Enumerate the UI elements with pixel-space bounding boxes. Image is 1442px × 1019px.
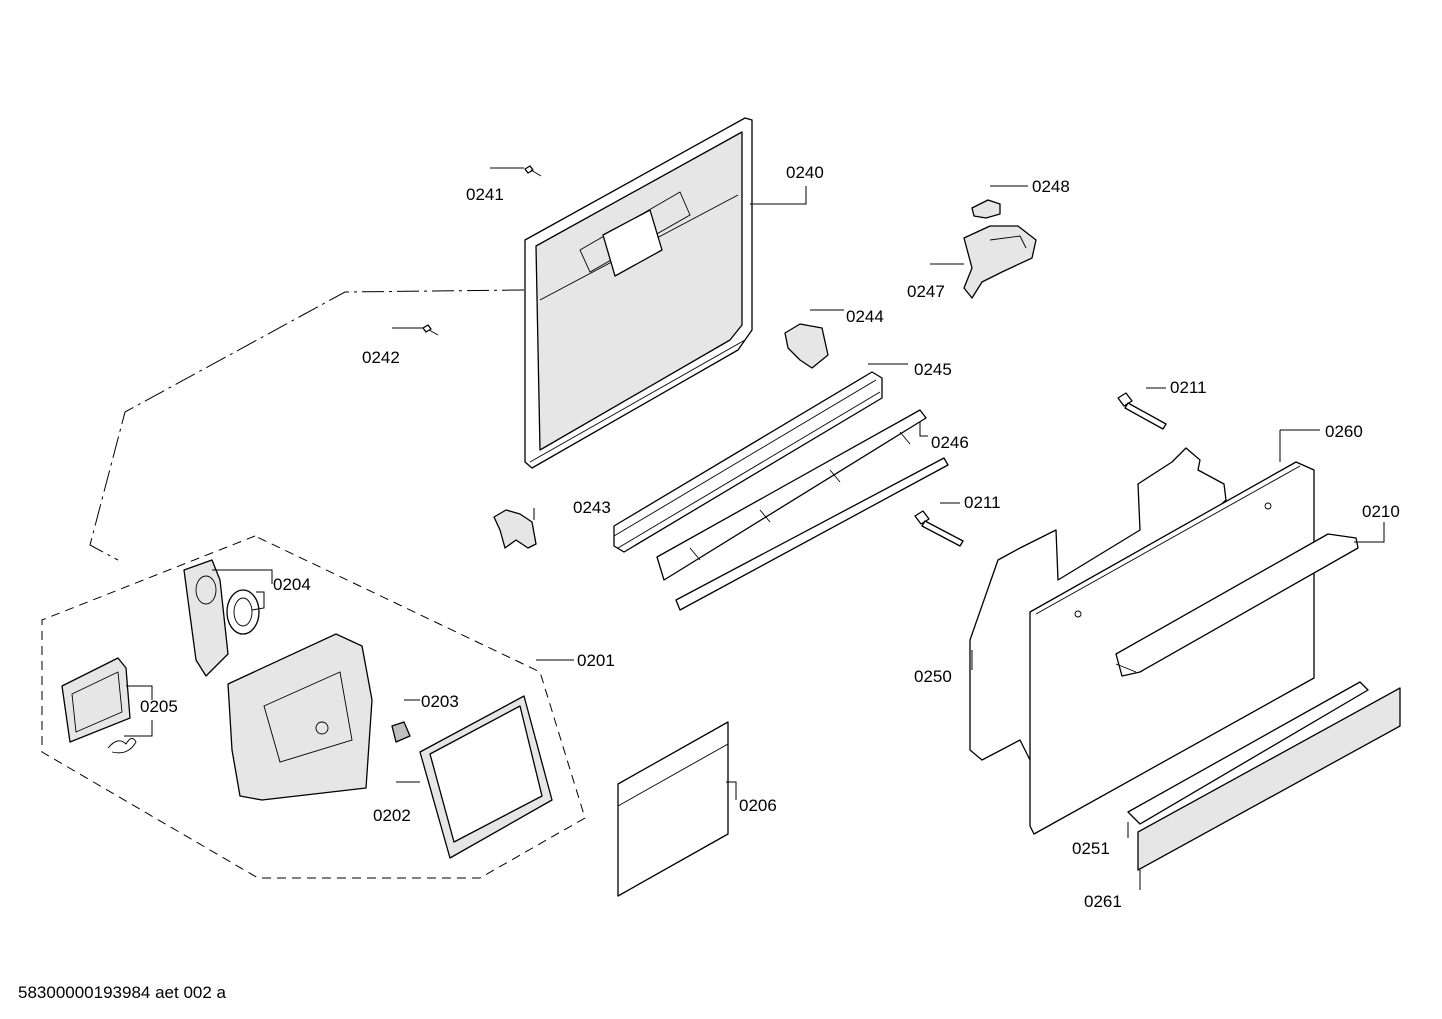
label-0243: 0243 <box>573 498 611 517</box>
latch-0247 <box>963 225 1037 299</box>
seal-0202 <box>419 695 553 859</box>
label-0241: 0241 <box>466 185 504 204</box>
label-0246: 0246 <box>931 433 969 452</box>
dispenser-housing-0201 <box>227 633 373 801</box>
label-0204: 0204 <box>273 575 311 594</box>
label-0248: 0248 <box>1032 177 1070 196</box>
knob-0203 <box>391 721 411 743</box>
part-labels: 0240 0241 0242 0243 0244 0245 0246 0247 … <box>140 163 1400 911</box>
label-0251: 0251 <box>1072 839 1110 858</box>
bolt-0211-lower <box>914 510 964 547</box>
label-0244: 0244 <box>846 307 884 326</box>
label-0210: 0210 <box>1362 502 1400 521</box>
strip-0246 <box>656 409 949 611</box>
sheet-0206 <box>617 721 729 897</box>
drawing-code: 58300000193984 aet 002 a <box>18 983 227 1002</box>
bolt-0211-upper <box>1117 392 1167 430</box>
leader-lines <box>124 167 1385 890</box>
screw-0241 <box>524 165 542 177</box>
label-0245: 0245 <box>914 360 952 379</box>
label-0206: 0206 <box>739 796 777 815</box>
dispenser-group-outline <box>41 535 586 879</box>
lid-0205 <box>61 657 131 743</box>
label-0240: 0240 <box>786 163 824 182</box>
gasket-0204 <box>226 589 260 635</box>
label-0242: 0242 <box>362 348 400 367</box>
latch-0248 <box>971 199 1001 219</box>
label-0203: 0203 <box>421 692 459 711</box>
label-0205: 0205 <box>140 697 178 716</box>
trim-0251 <box>1127 681 1369 825</box>
bracket-0244 <box>784 323 829 369</box>
inner-door-panel <box>524 117 753 469</box>
handle-bar-0210 <box>1115 533 1359 677</box>
spring-0205 <box>107 738 137 754</box>
label-0211-upper: 0211 <box>1170 378 1207 397</box>
label-0201: 0201 <box>577 651 615 670</box>
label-0202: 0202 <box>373 806 411 825</box>
label-0250: 0250 <box>914 667 952 686</box>
rail-0245 <box>613 371 883 553</box>
label-0260: 0260 <box>1325 422 1363 441</box>
label-0247: 0247 <box>907 282 945 301</box>
cover-0204 <box>183 559 229 677</box>
screw-0242 <box>422 324 439 336</box>
trim-0261 <box>1137 687 1401 871</box>
assembly-reference-line <box>89 289 525 561</box>
hinge-clip-0243 <box>493 509 537 549</box>
label-0261: 0261 <box>1084 892 1122 911</box>
label-0211-lower: 0211 <box>964 493 1001 512</box>
